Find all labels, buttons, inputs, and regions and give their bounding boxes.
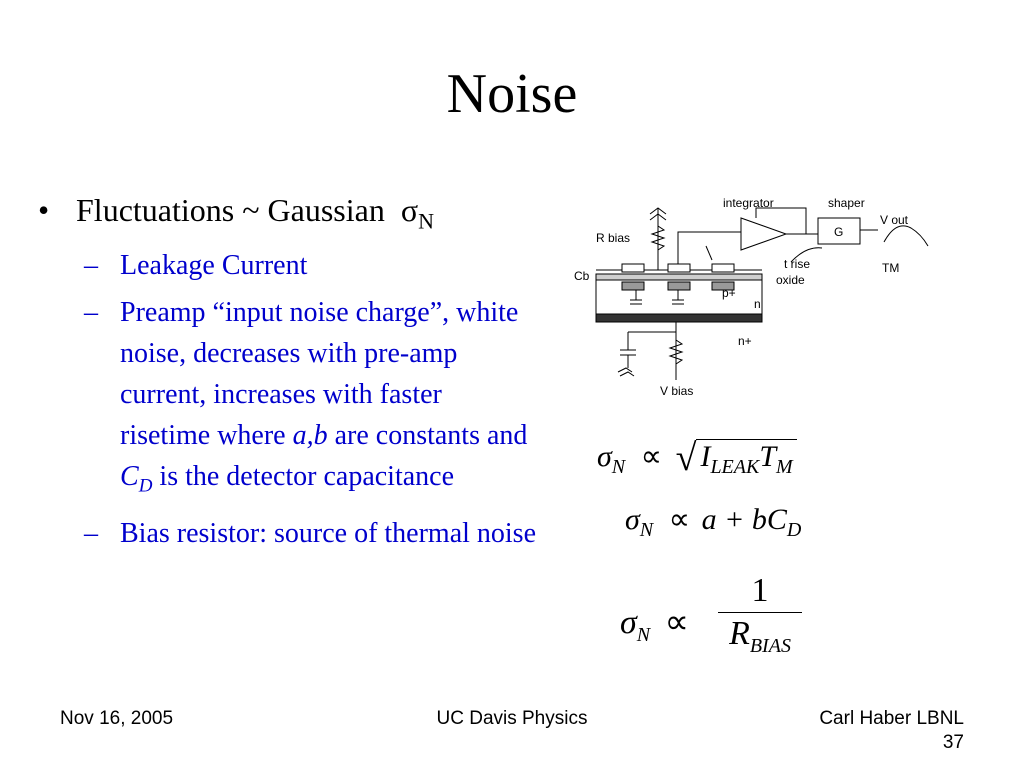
equation-leakage: σN ∝ √ILEAKTM [597, 432, 837, 482]
dash-marker: – [84, 517, 98, 549]
eq3-lhs: σN ∝ [620, 602, 689, 647]
eq2-sigma: σ [625, 503, 640, 536]
eq1-radicand: ILEAKTM [696, 439, 797, 478]
eq3-proportional: ∝ [664, 604, 689, 641]
sub-bullet-bias: – Bias resistor: source of thermal noise [76, 513, 538, 554]
readout-strip-2 [667, 263, 691, 273]
cb-label: Cb [574, 269, 590, 283]
eq3-r-sub: BIAS [749, 634, 791, 657]
integrator-amplifier [740, 217, 788, 251]
preamp-c: C [120, 461, 139, 493]
dash-marker: – [84, 250, 98, 282]
equation-preamp: σN ∝ a + bCD [625, 502, 845, 548]
eq2-rhs-sub: D [786, 519, 802, 541]
readout-strip-3 [711, 263, 735, 273]
output-pulse-shape [883, 225, 929, 247]
eq1-sigma-sub: N [611, 456, 626, 478]
signal-wire [677, 231, 741, 270]
g-label: G [834, 225, 843, 239]
risetime-waveform [790, 247, 823, 263]
footer-venue: UC Davis Physics [436, 708, 588, 729]
sub-bullet-preamp: – Preamp “input noise charge”, white noi… [76, 292, 538, 507]
vout-label: V out [880, 213, 909, 227]
oxide-layer [595, 273, 763, 281]
eq2-proportional: ∝ [668, 503, 691, 536]
eq3-denominator: RBIAS [718, 615, 802, 658]
sub-bullet-list: – Leakage Current – Preamp “input noise … [38, 245, 538, 554]
coupling-cap-1 [630, 290, 642, 305]
oxide-label: oxide [776, 273, 805, 287]
trise-label: t rise [784, 257, 810, 271]
pplus-label: p+ [722, 286, 736, 300]
nplus-backplane [595, 313, 763, 323]
bias-decoupling-cap [620, 331, 676, 368]
eq2-rhs: a + bC [701, 503, 787, 536]
slide-title: Noise [446, 63, 578, 125]
preamp-text-1: Preamp “input noise charge”, white noise… [120, 297, 519, 452]
ground-symbol-lower [617, 367, 635, 377]
readout-strip-1 [621, 263, 645, 273]
eq1-proportional: ∝ [640, 440, 663, 473]
rbias-resistor [650, 225, 666, 251]
eq2-sigma-sub: N [639, 519, 654, 541]
bullet-text: Fluctuations ~ Gaussian [76, 192, 385, 228]
nplus-label: n+ [738, 334, 752, 348]
leakage-text: Leakage Current [120, 250, 308, 282]
eq3-sigma: σ [620, 604, 637, 641]
preamp-text-3: is the detector capacitance [152, 461, 455, 493]
bullet-dot: • [38, 192, 50, 228]
n-label: n [754, 297, 761, 311]
shaper-label: shaper [828, 196, 865, 210]
eq1-t: T [759, 440, 777, 473]
p-implant-2 [667, 281, 691, 291]
eq1-sigma: σ [597, 440, 612, 473]
p-implant-1 [621, 281, 645, 291]
sigma-subscript: N [418, 208, 434, 234]
sigma-symbol: σ [400, 192, 419, 228]
bullet-fluctuations: • Fluctuations ~ Gaussian σN [38, 190, 538, 241]
preamp-ab: a,b [292, 420, 328, 452]
eq1-i-sub: LEAK [710, 456, 760, 478]
integrator-label: integrator [723, 196, 774, 210]
vbias-label: V bias [660, 384, 693, 398]
eq3-r: R [729, 615, 750, 652]
sub-bullet-leakage: – Leakage Current [76, 245, 538, 286]
p-implant-3 [711, 281, 735, 291]
eq3-sigma-sub: N [636, 623, 651, 646]
detector-circuit-diagram: integrator shaper V out R bias G t rise … [574, 196, 929, 398]
tm-label: TM [882, 261, 899, 275]
bias-text: Bias resistor: source of thermal noise [120, 517, 537, 549]
shaper-box [817, 217, 861, 245]
footer-author: Carl Haber LBNL [819, 708, 964, 729]
eq3-fraction: 1 RBIAS [718, 572, 802, 658]
preamp-c-sub: D [138, 475, 153, 497]
feedback-loop [755, 207, 807, 234]
leakage-arrow [705, 245, 713, 261]
footer-page-number: 37 [942, 732, 964, 753]
footer-date: Nov 16, 2005 [60, 708, 174, 729]
rbias-label: R bias [596, 231, 630, 245]
eq1-sqrt-symbol: √ [675, 437, 697, 479]
bullet-list: • Fluctuations ~ Gaussian σN – Leakage C… [38, 190, 538, 560]
dash-marker: – [84, 297, 98, 329]
bias-resistor-lower [668, 339, 684, 365]
eq3-fraction-bar [718, 612, 802, 615]
coupling-cap-2 [672, 290, 684, 305]
eq3-numerator: 1 [751, 572, 769, 609]
equation-bias: σN ∝ 1 RBIAS [620, 572, 820, 672]
eq1-i: I [700, 440, 711, 473]
ground-symbol [649, 207, 667, 221]
eq1-t-sub: M [776, 456, 793, 478]
preamp-text-2: are constants and [327, 420, 528, 452]
